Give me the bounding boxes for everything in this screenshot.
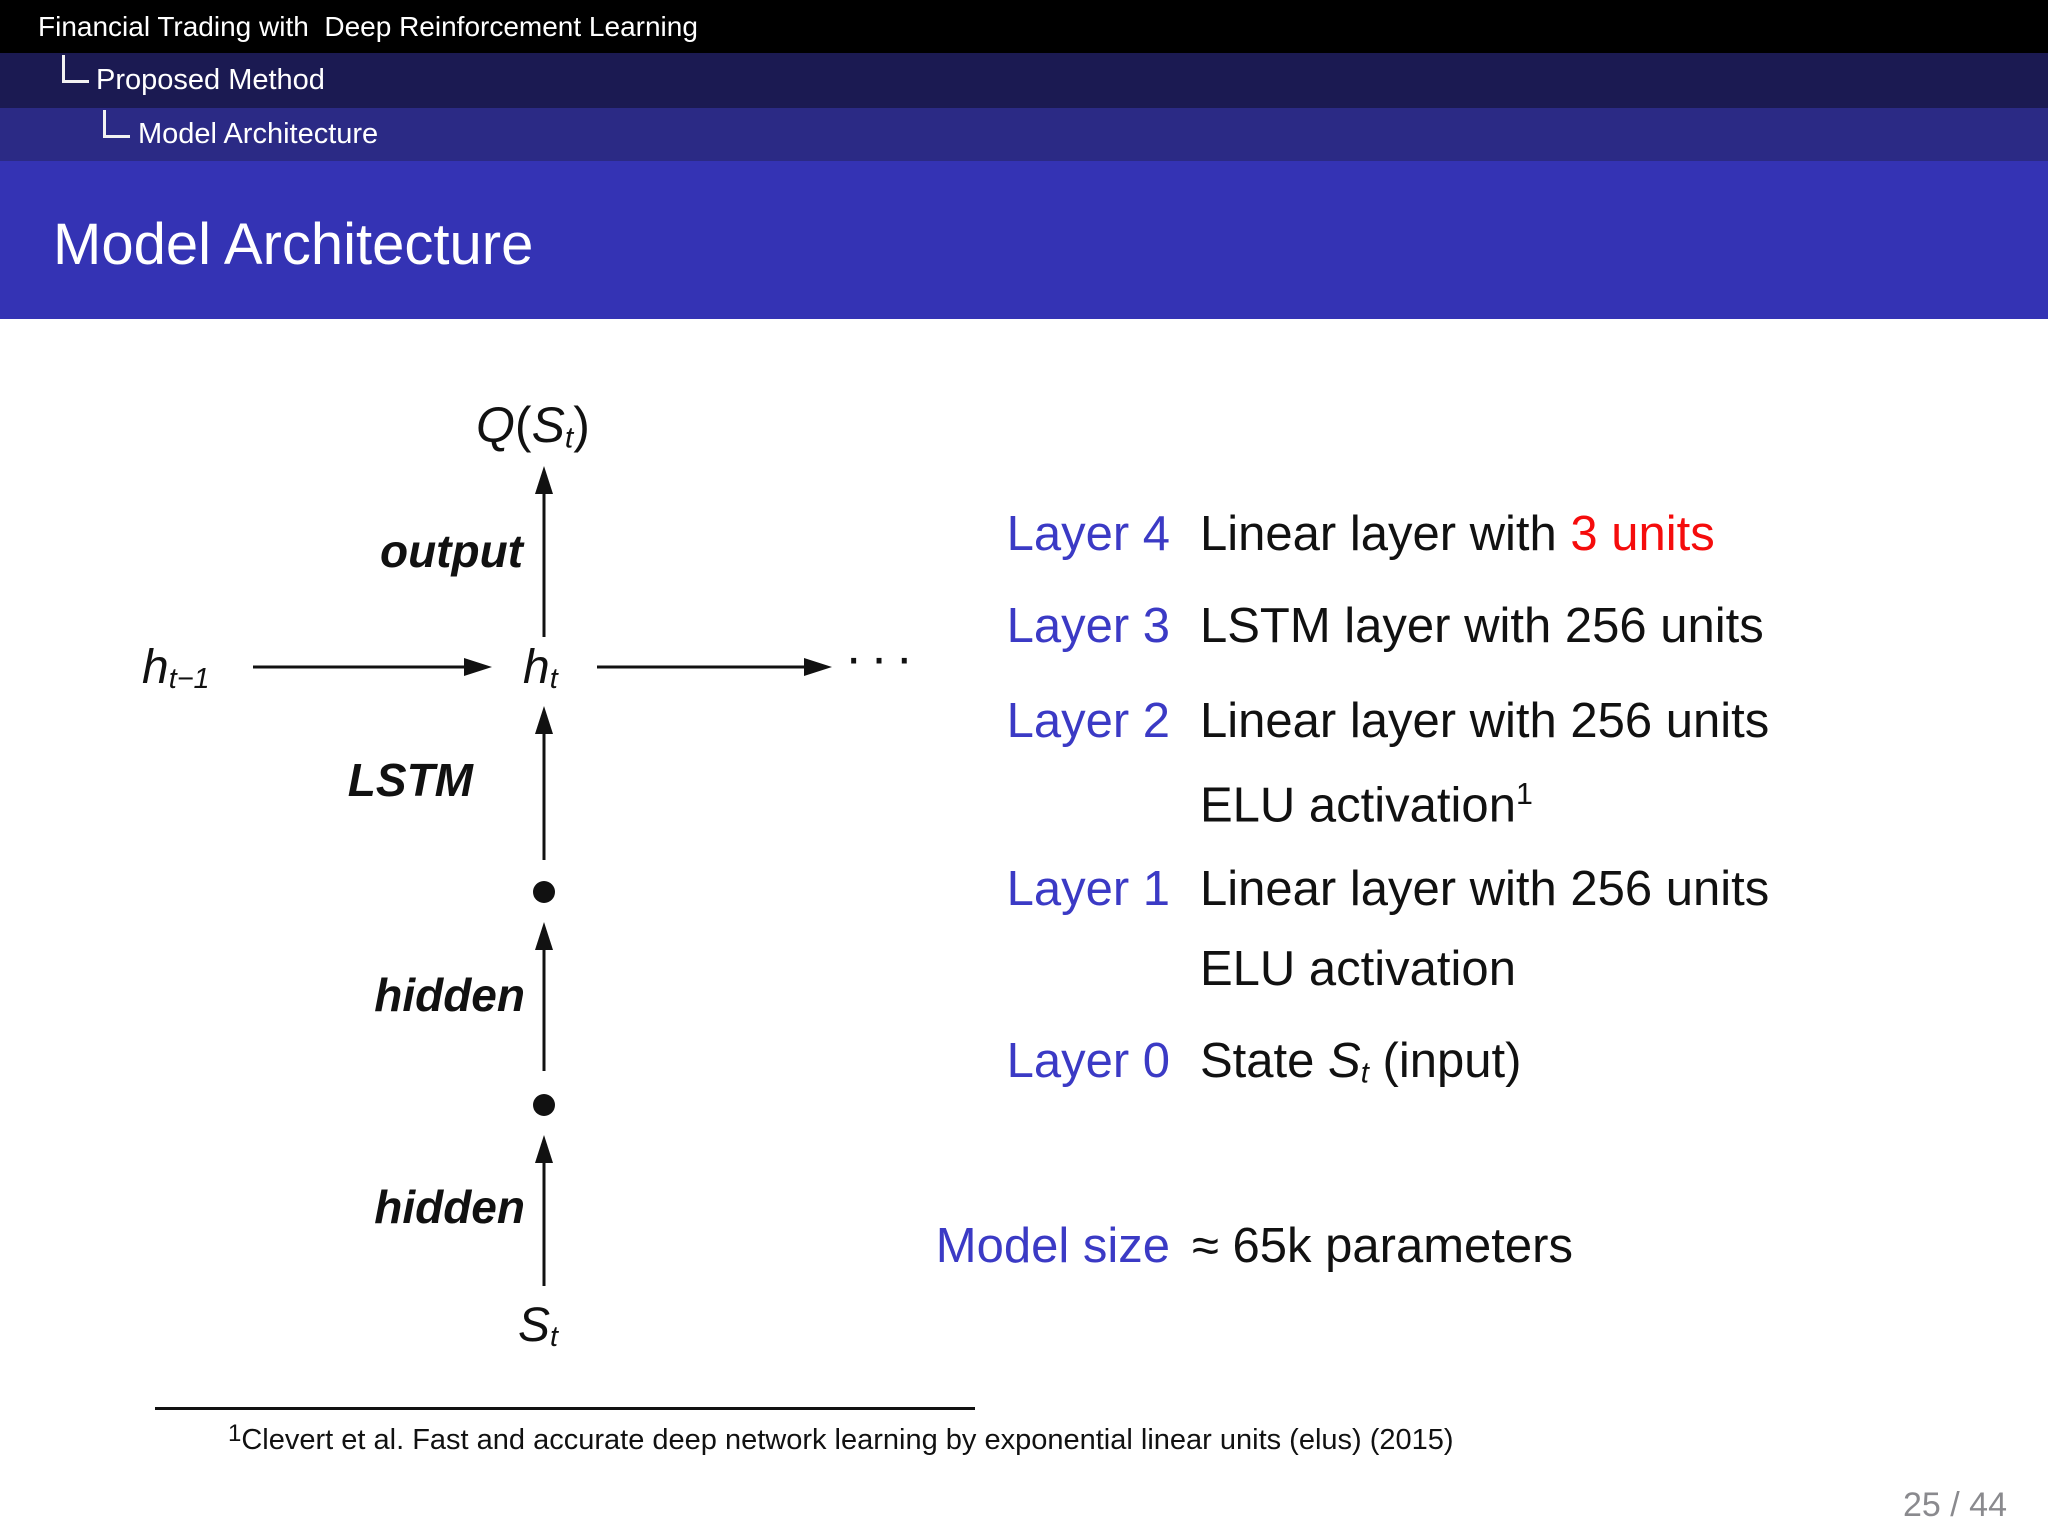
tree-branch-icon [62,55,89,83]
lstm-edge-label: LSTM [347,754,473,806]
model-size-label: Model size [935,1219,1170,1273]
lstm-arrowhead-icon [535,706,553,734]
hidden-edge-label-lower: hidden [374,1181,525,1233]
hidden-lower-arrowhead-icon [535,1135,553,1163]
footnote-ref: 1 [1515,777,1533,811]
breadcrumb-subsection-bar: Model Architecture [0,108,2048,161]
next-arrowhead-icon [804,658,832,676]
breadcrumb-subsection: Model Architecture [138,118,379,150]
slide-title-bar: Model Architecture [0,161,2048,319]
layer-1-desc: Linear layer with 256 units [1200,862,1770,916]
q-output-label: Q(St) [476,397,590,455]
layer-1-label: Layer 1 [1006,862,1170,916]
footnote-text: Clevert et al. Fast and accurate deep ne… [241,1424,1454,1456]
layer-4-desc: Linear layer with 3 units [1200,507,1715,561]
layer-1-desc-line2: ELU activation [1200,942,1516,996]
continuation-dots-label: ··· [845,629,921,687]
hprev-arrowhead-icon [464,658,492,676]
presentation-title: Financial Trading with Deep Reinforcemen… [38,10,698,42]
slide-title: Model Architecture [53,211,534,277]
layer-0-desc: State St (input) [1200,1034,1522,1090]
header-bar: Financial Trading with Deep Reinforcemen… [0,0,2048,53]
page-number: 25 / 44 [1903,1486,2007,1524]
layer-2-desc: Linear layer with 256 units [1200,694,1770,748]
output-arrowhead-icon [535,466,553,494]
units-highlight: 3 units [1570,507,1715,561]
tree-branch-icon [103,110,130,138]
layer-4-label: Layer 4 [1006,507,1170,561]
output-edge-label: output [379,525,523,577]
hidden-upper-arrowhead-icon [535,922,553,950]
footnote-rule [155,1407,975,1410]
layer-node-dot [533,1094,555,1116]
footnote-marker: 1 [228,1420,242,1447]
model-size-value: ≈ 65k parameters [1192,1219,1573,1273]
hidden-edge-label-upper: hidden [374,969,525,1021]
h-prev-label: ht−1 [142,641,210,696]
h-curr-label: ht [523,641,558,696]
layer-2-label: Layer 2 [1006,694,1170,748]
layer-node-dot [533,881,555,903]
layer-3-label: Layer 3 [1006,599,1170,653]
layer-3-desc: LSTM layer with 256 units [1200,599,1764,653]
layer-0-label: Layer 0 [1006,1034,1170,1088]
breadcrumb-section: Proposed Method [96,64,325,96]
layer-2-desc-line2: ELU activation1 [1200,777,1533,833]
state-input-label: St [518,1299,559,1354]
footnote: 1Clevert et al. Fast and accurate deep n… [228,1420,1454,1457]
breadcrumb-section-bar: Proposed Method [0,53,2048,108]
